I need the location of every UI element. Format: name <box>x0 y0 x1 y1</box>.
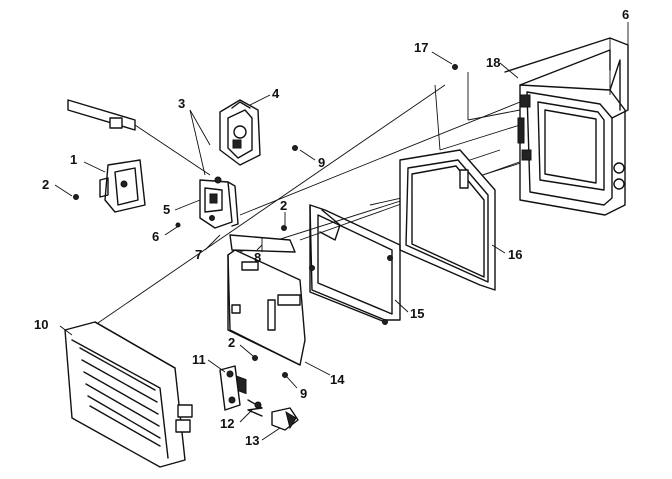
callout-labels: 1 2 3 4 5 6 6 7 8 9 2 10 11 2 12 13 14 9… <box>34 7 629 448</box>
callout-2-bottom: 2 <box>228 335 235 350</box>
latch-strip <box>67 99 211 176</box>
callout-14: 14 <box>330 372 345 387</box>
latch-bracket-part-1 <box>99 159 146 213</box>
door-frame-part-18 <box>517 49 626 216</box>
callout-9-top: 9 <box>318 155 325 170</box>
door-frame-outer-part-6 <box>504 37 629 119</box>
callout-6-left: 6 <box>152 229 159 244</box>
callout-4: 4 <box>272 86 280 101</box>
glass-panel-part-16 <box>399 149 496 291</box>
callout-11: 11 <box>192 352 206 367</box>
switch-housing-part-4 <box>219 99 261 166</box>
callout-13: 13 <box>245 433 259 448</box>
callout-8: 8 <box>254 250 261 265</box>
callout-16: 16 <box>508 247 522 262</box>
push-button-part-13 <box>271 407 299 431</box>
callout-7: 7 <box>195 247 202 262</box>
callout-17: 17 <box>414 40 428 55</box>
button-assembly-part-11 <box>219 365 241 411</box>
ribbon-cable-part-8 <box>229 234 296 253</box>
callout-15: 15 <box>410 306 424 321</box>
callout-2: 2 <box>42 177 49 192</box>
callout-1: 1 <box>70 152 77 167</box>
callout-5: 5 <box>163 202 170 217</box>
callout-18: 18 <box>486 55 500 70</box>
callout-6-right: 6 <box>622 7 629 22</box>
spring-part-12 <box>247 399 263 417</box>
control-panel-part-10 <box>64 321 193 468</box>
leader-lines <box>54 22 629 441</box>
interlock-switch-assembly-part-5 <box>199 176 239 229</box>
callout-10: 10 <box>34 317 48 332</box>
callout-3: 3 <box>178 96 185 111</box>
callout-9-bottom: 9 <box>300 386 307 401</box>
back-frame-part-15 <box>309 204 401 325</box>
control-board-part-14 <box>227 249 306 395</box>
callout-2-middle: 2 <box>280 198 287 213</box>
callout-12: 12 <box>220 416 234 431</box>
